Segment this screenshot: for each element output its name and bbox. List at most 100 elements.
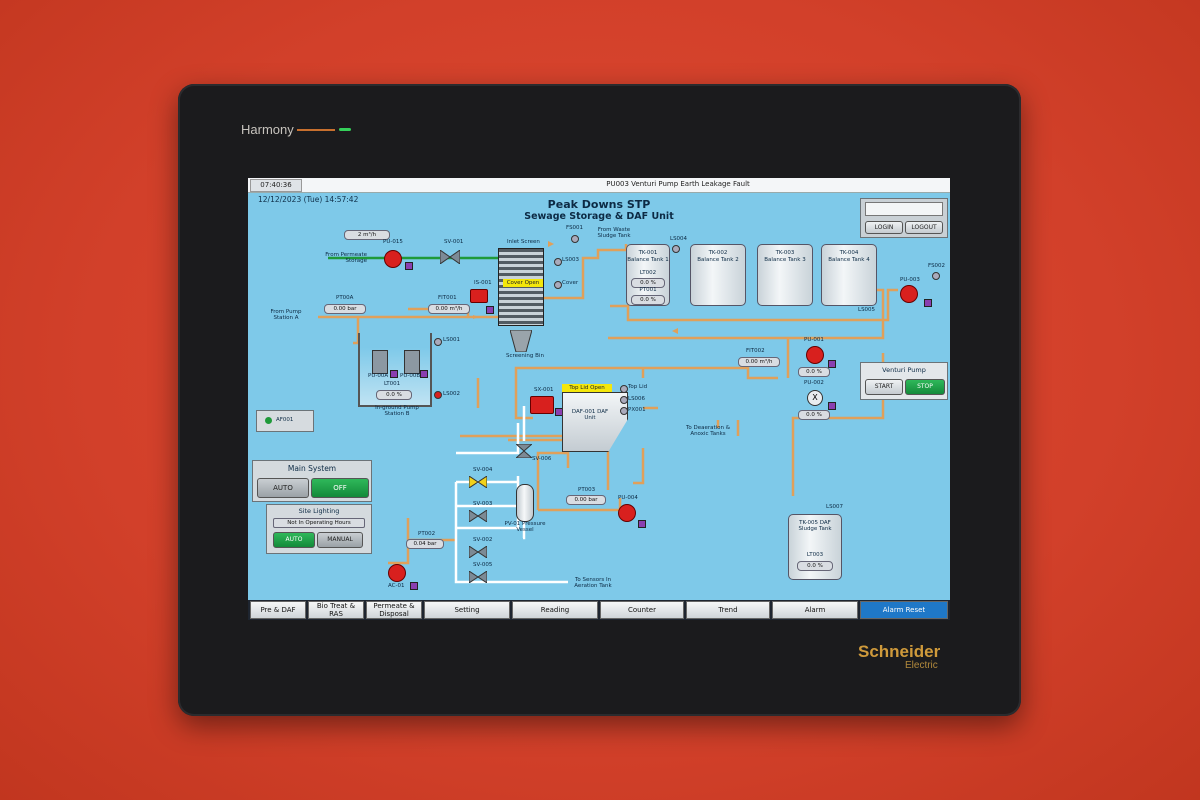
tk003-tank[interactable]: TK-003 Balance Tank 3 — [757, 244, 813, 306]
logout-button[interactable]: LOGOUT — [905, 221, 943, 234]
pu003-pump-icon[interactable] — [900, 285, 918, 303]
main-auto-button[interactable]: AUTO — [257, 478, 309, 498]
from-pump-station-a-label: From Pump Station A — [270, 309, 302, 321]
af001-label: AF001 — [276, 417, 294, 423]
lighting-manual-button[interactable]: MANUAL — [317, 532, 363, 548]
top-lid-open-indicator: Top Lid Open — [562, 384, 612, 392]
cover-sensor-icon — [554, 281, 562, 289]
pu015-status-indicator — [405, 262, 413, 270]
pu002-pump-icon[interactable]: X — [807, 390, 823, 406]
inlet-screen-label: Inlet Screen — [507, 239, 540, 245]
pu003-label: PU-003 — [900, 277, 920, 283]
tk002-tag: TK-002 — [708, 250, 728, 256]
tk005-tank[interactable]: TK-005 DAF Sludge Tank LT003 0.0 % — [788, 514, 842, 580]
px001-sensor-icon — [620, 407, 628, 415]
from-permeate-label: From Permeate Storage — [325, 252, 367, 264]
from-waste-label: From Waste Sludge Tank — [597, 227, 631, 239]
tab-alarm[interactable]: Alarm — [772, 601, 858, 619]
tk001-name: Balance Tank 1 — [627, 257, 669, 263]
pu015-label: PU-015 — [383, 239, 403, 245]
tab-pre-daf[interactable]: Pre & DAF — [250, 601, 306, 619]
ac01-compressor-icon[interactable] — [388, 564, 406, 582]
tab-counter[interactable]: Counter — [600, 601, 684, 619]
lt003-label: LT003 — [806, 552, 824, 558]
ls006-sensor-icon — [620, 396, 628, 404]
tk004-name: Balance Tank 4 — [828, 257, 870, 263]
cover-open-indicator: Cover Open — [503, 279, 543, 287]
pt001-label: PT001 — [639, 287, 657, 293]
lt002-display: 0.0 % — [631, 278, 665, 288]
tab-setting[interactable]: Setting — [424, 601, 510, 619]
is001-motor-icon[interactable] — [470, 289, 488, 303]
sx001-status-indicator — [555, 408, 563, 416]
permeate-flow-display: 2 m³/h — [344, 230, 390, 240]
brand-accent-line — [297, 129, 335, 131]
pu015-pump-icon[interactable] — [384, 250, 402, 268]
ls006-label: LS006 — [628, 396, 646, 402]
pu004-pump-icon[interactable] — [618, 504, 636, 522]
pu002-display: 0.0 % — [798, 410, 830, 420]
brand-label: Harmony — [241, 122, 294, 137]
sv005-valve-icon[interactable] — [469, 571, 487, 583]
alarm-reset-button[interactable]: Alarm Reset — [860, 601, 948, 619]
ls002-label: LS002 — [443, 391, 461, 397]
is001-label: IS-001 — [474, 280, 492, 286]
pu00a-label: PU-00A — [368, 373, 389, 379]
top-lid-sensor-icon — [620, 385, 628, 393]
pu002-label: PU-002 — [804, 380, 824, 386]
tk001-tank[interactable]: TK-001 Balance Tank 1 LT002 0.0 % PT001 … — [626, 244, 670, 306]
tab-bio-treat[interactable]: Bio Treat & RAS — [308, 601, 364, 619]
sv002-valve-icon[interactable] — [469, 546, 487, 558]
ls005-label: LS005 — [858, 307, 876, 313]
maker-logo-sub: Electric — [905, 660, 938, 671]
tk002-tank[interactable]: TK-002 Balance Tank 2 — [690, 244, 746, 306]
pu001-status-indicator — [828, 360, 836, 368]
pt002-display: 0.04 bar — [406, 539, 444, 549]
login-button[interactable]: LOGIN — [865, 221, 903, 234]
main-off-button[interactable]: OFF — [311, 478, 369, 498]
tab-reading[interactable]: Reading — [512, 601, 598, 619]
tk004-tag: TK-004 — [839, 250, 859, 256]
user-field[interactable] — [865, 202, 943, 216]
tab-permeate[interactable]: Permeate & Disposal — [366, 601, 422, 619]
sx001-motor-icon[interactable] — [530, 396, 554, 414]
cover-label: Cover — [562, 280, 579, 286]
tab-trend[interactable]: Trend — [686, 601, 770, 619]
screening-bin-label: Screening Bin — [506, 353, 544, 359]
inlet-screen-icon[interactable] — [498, 248, 544, 326]
af001-indicator[interactable]: AF001 — [256, 410, 314, 432]
ls003-label: LS003 — [562, 257, 580, 263]
sv006-label: SV-006 — [532, 456, 552, 462]
ac01-label: AC-01 — [388, 583, 405, 589]
alarm-banner[interactable]: PU003 Venturi Pump Earth Leakage Fault — [606, 180, 750, 188]
lighting-auto-button[interactable]: AUTO — [273, 532, 315, 548]
pt003-display: 0.00 bar — [566, 495, 606, 505]
sv005-label: SV-005 — [473, 562, 493, 568]
sv003-valve-icon[interactable] — [469, 510, 487, 522]
lt001-label: LT001 — [384, 381, 401, 387]
page-title: Peak Downs STP — [547, 198, 651, 211]
pu001-pump-icon[interactable] — [806, 346, 824, 364]
ls003-sensor-icon — [554, 258, 562, 266]
fit002-label: FIT002 — [746, 348, 765, 354]
af001-status-icon — [265, 417, 272, 424]
pt00a-display: 0.00 bar — [324, 304, 366, 314]
fit002-display: 0.00 m³/h — [738, 357, 780, 367]
pu00b-pump-icon[interactable] — [404, 350, 420, 374]
pu002-status-indicator — [828, 402, 836, 410]
sv004-valve-icon[interactable] — [469, 476, 487, 488]
pressure-vessel[interactable] — [516, 484, 534, 522]
sv001-valve-icon[interactable] — [440, 250, 460, 264]
page-subtitle: Sewage Storage & DAF Unit — [524, 211, 674, 222]
tk004-tank[interactable]: TK-004 Balance Tank 4 — [821, 244, 877, 306]
sv006-valve-icon[interactable] — [516, 444, 532, 458]
pu00a-pump-icon[interactable] — [372, 350, 388, 374]
pv01-label: PV-01 Pressure Vessel — [504, 521, 546, 533]
ls007-label: LS007 — [826, 504, 844, 510]
venturi-stop-button[interactable]: STOP — [905, 379, 945, 395]
sv001-label: SV-001 — [444, 239, 464, 245]
venturi-start-button[interactable]: START — [865, 379, 903, 395]
pump-station-b-label: In-ground Pump Station B — [375, 405, 419, 417]
is001-status-indicator — [486, 306, 494, 314]
main-system-title: Main System — [287, 464, 337, 473]
